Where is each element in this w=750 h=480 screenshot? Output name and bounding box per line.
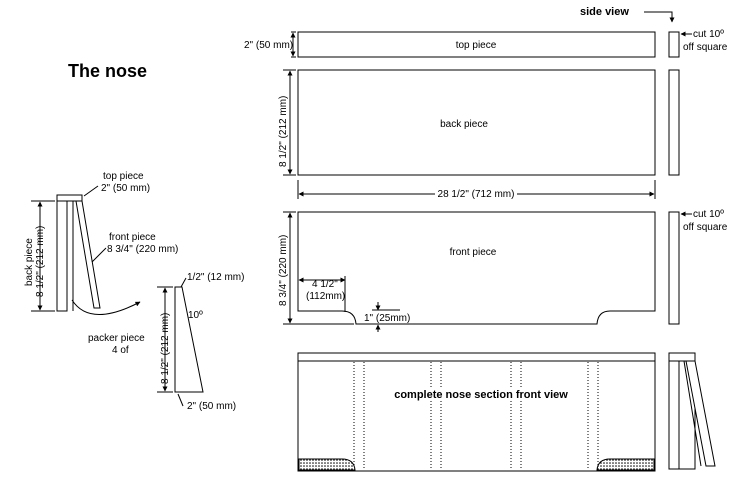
hatch-right	[596, 458, 655, 471]
cut-note-front: cut 10º	[693, 209, 724, 220]
off-square-top: off square	[683, 42, 728, 53]
complete-view-label: complete nose section front view	[394, 389, 568, 401]
side-back-rect	[668, 69, 680, 176]
left-front-height: 8 3/4" (220 mm)	[107, 244, 178, 255]
side-assembly-front	[685, 360, 716, 467]
packer-height: 8 1/2" (212 mm)	[160, 313, 171, 384]
callout-line	[91, 247, 107, 263]
top-piece-label: top piece	[456, 40, 497, 51]
packer-top-width: 1/2" (12 mm)	[187, 272, 244, 283]
side-front-rect	[668, 211, 680, 325]
packer-angle: 10º	[188, 310, 203, 321]
cutout-width-mm: (112mm)	[306, 291, 345, 302]
back-piece-label: back piece	[440, 119, 488, 130]
left-top-piece	[56, 194, 83, 202]
off-square-front: off square	[683, 222, 728, 233]
length-label: 28 1/2" (712 mm)	[438, 189, 515, 200]
left-back-height: 8 1/2" (212 mm)	[35, 226, 46, 297]
cut-note-top: cut 10º	[693, 29, 724, 40]
side-view-arrow	[644, 11, 675, 23]
side-view-label: side view	[580, 6, 629, 18]
left-top-label: top piece	[103, 171, 144, 182]
length-label-bg	[435, 188, 517, 200]
left-back-piece	[56, 200, 68, 312]
back-piece-height: 8 1/2" (212 mm)	[278, 96, 289, 167]
complete-view-rect	[297, 352, 656, 472]
front-piece-label: front piece	[450, 247, 497, 258]
front-piece-height: 8 3/4" (220 mm)	[278, 235, 289, 306]
left-top-height: 2" (50 mm)	[101, 183, 150, 194]
side-top-rect	[668, 31, 680, 58]
side-assembly-line	[683, 360, 702, 467]
packer-label: packer piece	[88, 333, 145, 344]
packer-shape	[174, 286, 204, 393]
front-piece-shape	[297, 211, 656, 325]
cutout-width: 4 1/2"	[312, 279, 338, 290]
top-piece-height: 2" (50 mm)	[244, 40, 293, 51]
callout-line	[83, 185, 99, 197]
left-front-label: front piece	[109, 232, 156, 243]
cutout-depth: 1" (25mm)	[364, 313, 410, 324]
complete-label-bg	[377, 387, 585, 401]
top-piece-rect	[297, 31, 656, 58]
left-back-label: back piece	[24, 238, 35, 286]
hatch-left	[298, 458, 356, 471]
callout-line	[180, 277, 187, 288]
packer-count: 4 of	[112, 345, 129, 356]
packer-bottom-width: 2" (50 mm)	[187, 401, 236, 412]
packer-callout-arrow	[71, 299, 141, 315]
back-piece-rect	[297, 69, 656, 176]
callout-line	[177, 393, 184, 407]
diagram-title: The nose	[68, 61, 147, 81]
left-front-piece	[75, 200, 101, 309]
